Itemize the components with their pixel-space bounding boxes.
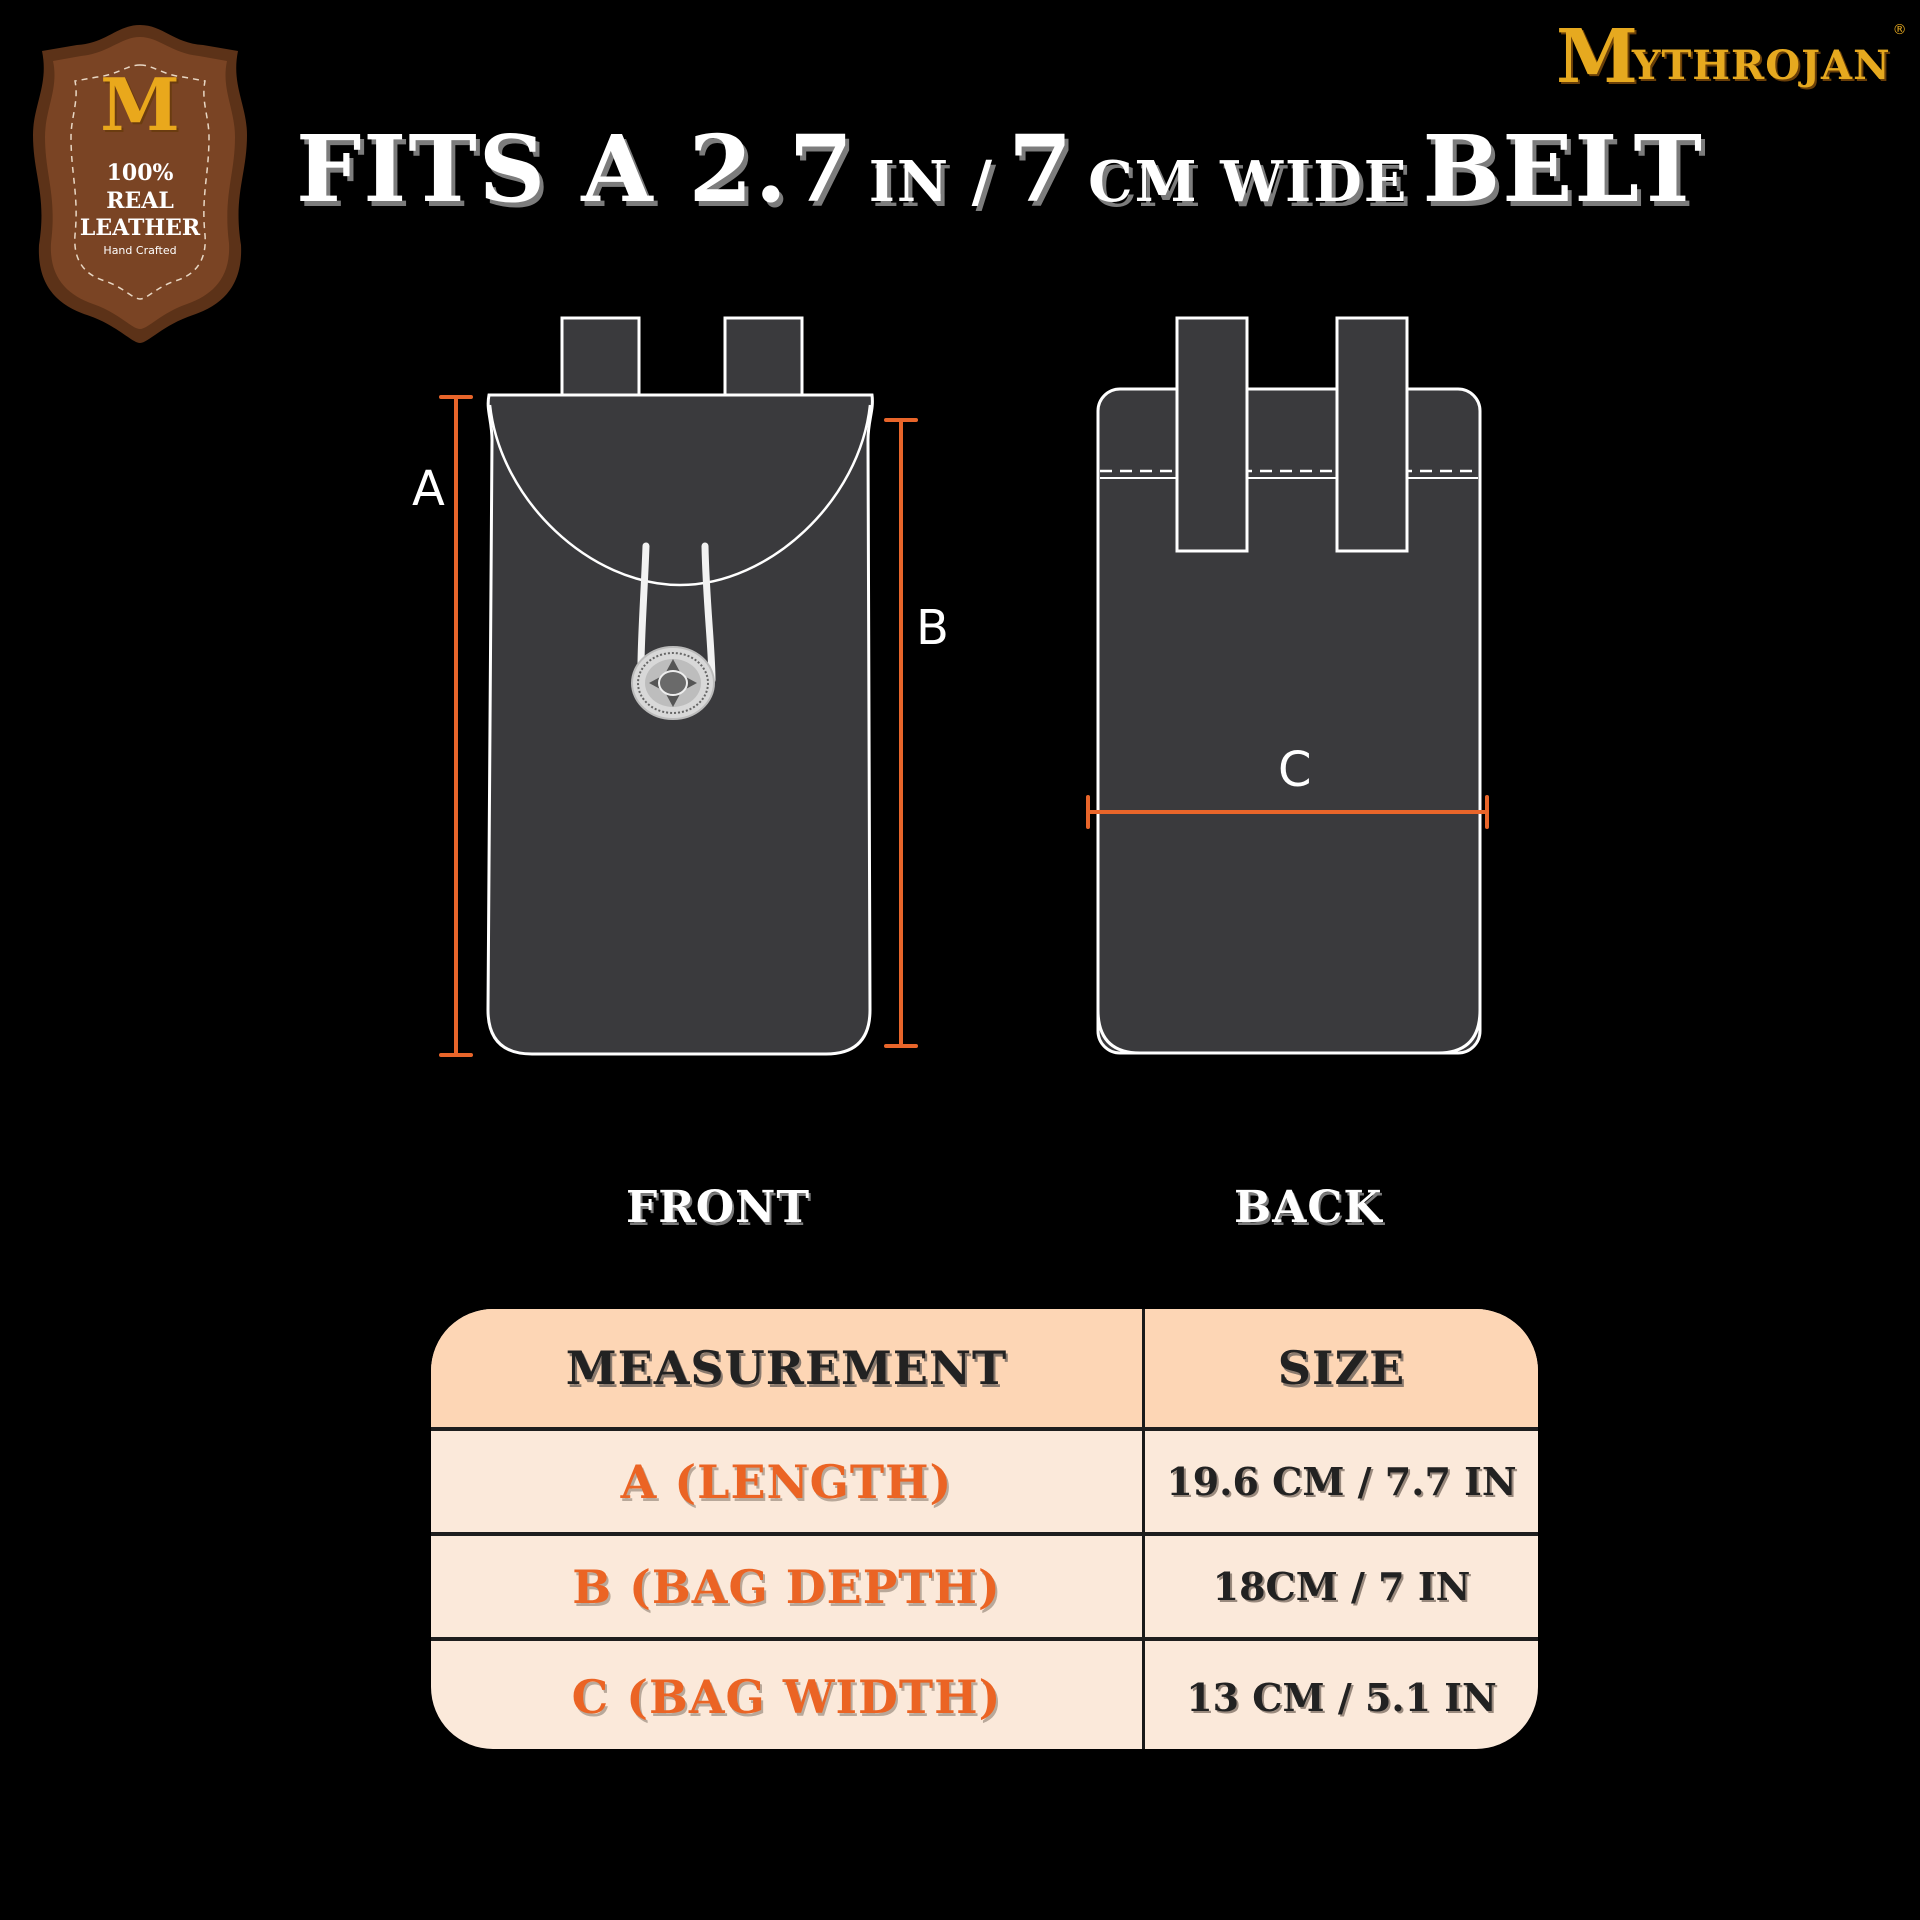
table-row: A (LENGTH) 19.6 CM / 7.7 IN — [431, 1431, 1538, 1536]
back-view-diagram — [1086, 316, 1489, 1055]
table-header-measurement: MEASUREMENT — [565, 1341, 1008, 1395]
brand-logo-text: YTHROJAN — [1631, 42, 1891, 89]
badge-handcrafted-text: Hand Crafted — [103, 244, 177, 257]
page-title: FITS A 2.7 IN / 7 CM WIDE BELT — [296, 115, 1702, 223]
table-header-row: MEASUREMENT SIZE — [431, 1309, 1538, 1431]
front-belt-loop-left — [560, 316, 641, 398]
dimension-c-label: C — [1278, 742, 1312, 798]
title-part: IN / — [868, 149, 995, 215]
back-bag-body — [1096, 387, 1482, 1055]
front-belt-loop-right — [723, 316, 804, 398]
title-part: FITS A 2.7 — [295, 115, 855, 223]
size-table: MEASUREMENT SIZE A (LENGTH) 19.6 CM / 7.… — [431, 1309, 1538, 1749]
front-view-diagram — [439, 316, 918, 1057]
front-bag-body — [486, 393, 874, 1056]
title-part: BELT — [1422, 115, 1705, 223]
table-row: C (BAG WIDTH) 13 CM / 5.1 IN — [431, 1641, 1538, 1749]
measurement-cell: C (BAG WIDTH) — [571, 1670, 1002, 1724]
concho-button-icon — [631, 646, 715, 720]
title-part: CM WIDE — [1088, 149, 1409, 215]
dimension-a-label: A — [412, 461, 445, 517]
title-part: 7 — [1008, 115, 1075, 223]
brand-logo: M YTHROJAN ® — [1556, 14, 1907, 100]
measurement-cell: A (LENGTH) — [620, 1454, 953, 1509]
size-cell: 18CM / 7 IN — [1142, 1536, 1538, 1637]
back-view-label: BACK — [1234, 1182, 1383, 1233]
dimension-b-label: B — [916, 600, 949, 656]
badge-real-text: REAL — [106, 188, 174, 214]
back-bag-bottom-curve — [1096, 1009, 1482, 1055]
badge-percent-text: 100% — [106, 160, 174, 186]
size-cell: 19.6 CM / 7.7 IN — [1142, 1431, 1538, 1532]
table-header-size: SIZE — [1142, 1309, 1538, 1427]
table-row: B (BAG DEPTH) 18CM / 7 IN — [431, 1536, 1538, 1641]
brand-logo-initial: M — [1556, 14, 1638, 100]
registered-mark-icon: ® — [1892, 22, 1907, 38]
dimension-b-line — [884, 418, 918, 1048]
back-belt-loop-left — [1175, 316, 1249, 553]
size-cell: 13 CM / 5.1 IN — [1142, 1641, 1538, 1749]
front-view-label: FRONT — [626, 1182, 811, 1233]
badge-monogram: M — [100, 62, 180, 147]
measurement-cell: B (BAG DEPTH) — [572, 1559, 1001, 1614]
front-flap-curve — [488, 404, 872, 587]
dimension-c-line — [1086, 795, 1489, 829]
leather-badge-icon — [33, 25, 247, 343]
back-belt-loop-right — [1335, 316, 1409, 553]
badge-leather-text: LEATHER — [79, 215, 201, 241]
dimension-a-line — [439, 395, 473, 1057]
